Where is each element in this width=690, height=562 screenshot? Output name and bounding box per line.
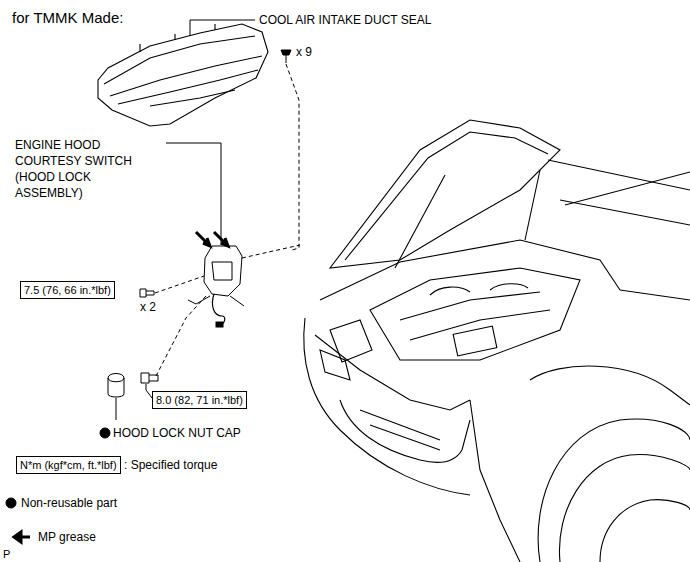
torque-box: 7.5 (76, 66 in.*lbf) <box>20 281 115 299</box>
leader-line <box>190 20 255 36</box>
torque-value: 7.5 (76, 66 in.*lbf) <box>24 284 111 296</box>
dashed-line <box>242 245 300 258</box>
torque-box: 8.0 (82, 71 in.*lbf) <box>152 391 247 409</box>
diagram-title: for TMMK Made: <box>12 9 123 27</box>
leader-line <box>116 398 117 420</box>
torque-value: N*m (kgf*cm, ft.*lbf) <box>20 459 117 471</box>
bolt-symbol <box>141 373 158 383</box>
duct-seal <box>98 24 268 126</box>
grease-arrow <box>214 232 228 246</box>
dashed-line <box>156 296 206 376</box>
dashed-line <box>155 276 204 293</box>
legend-text: MP grease <box>38 530 96 545</box>
legend-text: : Specified torque <box>124 458 217 473</box>
vehicle-illustration <box>304 120 690 562</box>
bolt-symbol <box>140 289 154 297</box>
part-label: x 2 <box>140 300 156 315</box>
legend-arrow <box>14 532 30 542</box>
part-label: P <box>3 547 10 562</box>
leader-line <box>166 143 221 245</box>
clip-symbol <box>281 50 291 63</box>
hood-lock-assembly <box>188 246 244 327</box>
part-label: x 9 <box>296 45 312 60</box>
part-label: HOOD LOCK NUT CAP <box>113 426 241 441</box>
grease-arrow <box>196 232 210 246</box>
legend-dot <box>6 498 16 508</box>
part-label: COOL AIR INTAKE DUCT SEAL <box>259 13 432 28</box>
part-label: ENGINE HOOD COURTESY SWITCH (HOOD LOCK A… <box>15 137 143 201</box>
non-reusable-dot <box>100 428 110 438</box>
legend-text: Non-reusable part <box>21 496 117 511</box>
dashed-line <box>286 64 299 250</box>
torque-box: N*m (kgf*cm, ft.*lbf) <box>16 456 121 474</box>
torque-value: 8.0 (82, 71 in.*lbf) <box>156 394 243 406</box>
nut-cap <box>108 374 124 398</box>
